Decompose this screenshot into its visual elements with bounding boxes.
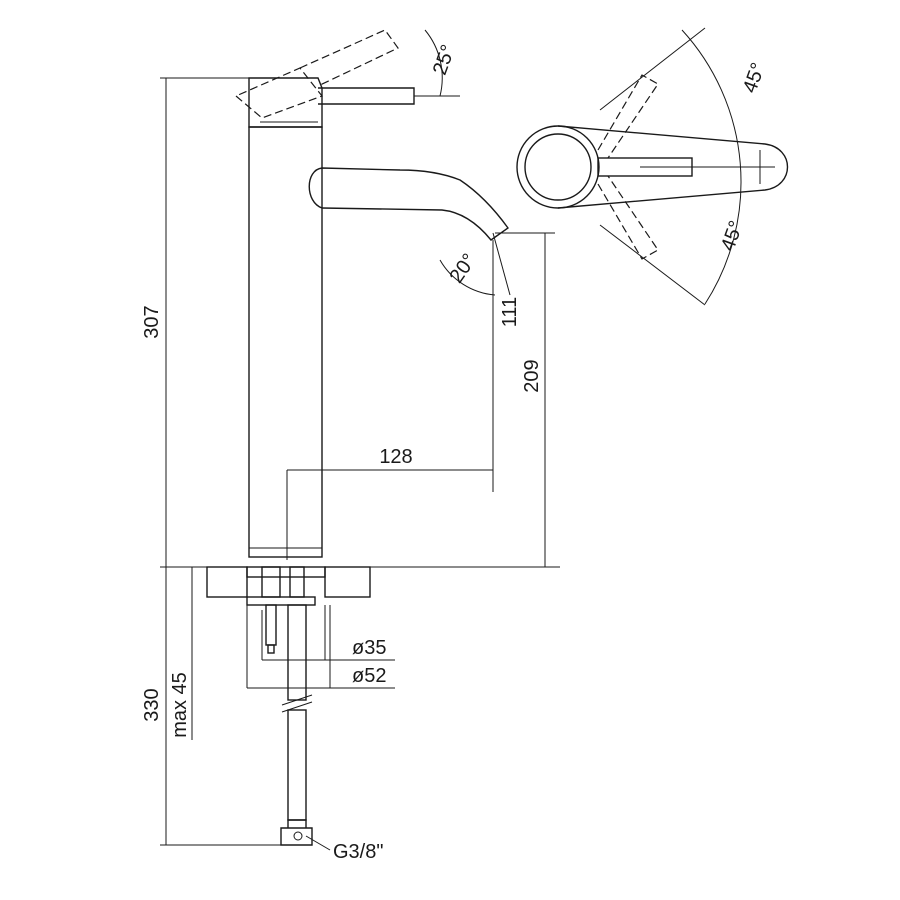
label-spout-angle: 20° bbox=[445, 250, 480, 287]
lever-handle bbox=[318, 87, 415, 105]
faucet-body bbox=[248, 126, 323, 558]
faucet-top-view bbox=[516, 27, 789, 306]
deck-right bbox=[324, 566, 371, 598]
faucet-side-view bbox=[206, 29, 509, 846]
spout bbox=[308, 167, 509, 241]
label-spout-height: 209 bbox=[521, 359, 543, 392]
dimension-labels: 307 209 111 128 25° 20° 45° 45° ø35 ø52 … bbox=[141, 42, 770, 863]
label-lever-tilt: 25° bbox=[429, 42, 460, 78]
label-spout-reach: 128 bbox=[379, 446, 412, 468]
label-rotation-top: 45° bbox=[739, 60, 770, 96]
lever-housing bbox=[248, 77, 323, 128]
hose-nut bbox=[280, 819, 313, 846]
label-spout-drop: 111 bbox=[499, 297, 521, 327]
label-diameter-outer: ø52 bbox=[352, 665, 386, 687]
rotation-arc bbox=[681, 29, 742, 305]
braided-hose-upper bbox=[287, 604, 307, 701]
label-diameter-inner: ø35 bbox=[352, 637, 386, 659]
label-hose-length: 330 bbox=[141, 688, 163, 721]
label-rotation-bottom: 45° bbox=[717, 218, 748, 254]
spout-top-outline bbox=[557, 125, 789, 209]
dimension-lines bbox=[160, 29, 560, 851]
label-connection: G3/8" bbox=[333, 841, 383, 863]
braided-hose-lower bbox=[287, 709, 307, 821]
lever-tilted-outline bbox=[234, 29, 399, 119]
deck-left bbox=[206, 566, 248, 598]
body-inner-circle bbox=[524, 133, 592, 201]
label-total-height: 307 bbox=[141, 305, 163, 338]
label-max-deck: max 45 bbox=[169, 672, 191, 738]
body-outer-circle bbox=[516, 125, 600, 209]
